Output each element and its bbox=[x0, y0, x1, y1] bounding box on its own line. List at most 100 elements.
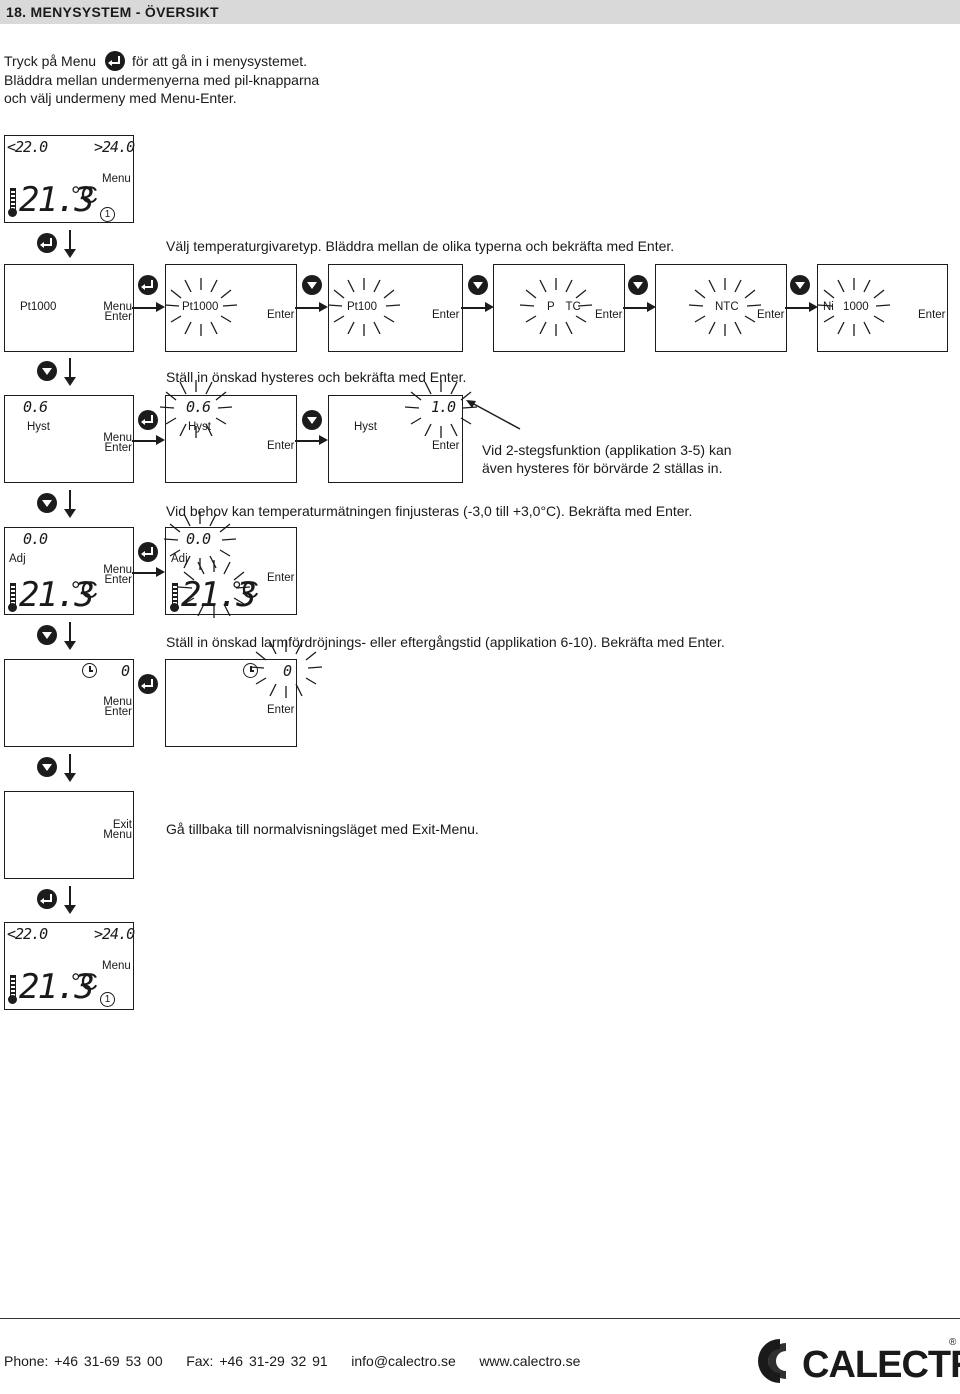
flow-line bbox=[295, 440, 319, 442]
down-button-icon bbox=[37, 493, 57, 513]
enter-label: Enter bbox=[595, 309, 623, 321]
pointer-line bbox=[466, 400, 521, 430]
intro-line-2: Bläddra mellan undermenyerna med pil-kna… bbox=[4, 71, 320, 88]
down-button-icon bbox=[302, 275, 322, 295]
svg-text:®: ® bbox=[949, 1337, 957, 1348]
footer-fax: Fax: +46 31-29 32 91 bbox=[186, 1353, 328, 1369]
footer-phone: Phone: +46 31-69 53 00 bbox=[4, 1353, 163, 1369]
temperature-value: 21.3 bbox=[19, 180, 95, 220]
footer-contact: Phone: +46 31-69 53 00 Fax: +46 31-29 32… bbox=[4, 1353, 580, 1369]
flow-arrowhead bbox=[156, 302, 165, 312]
adj-value: 0.0 bbox=[186, 530, 211, 548]
thermometer-icon bbox=[170, 583, 179, 612]
sensor-type-label: Pt100 bbox=[347, 301, 378, 313]
sensor-panel-2: Pt100 Enter bbox=[327, 264, 463, 352]
hyst-value-2: 1.0 bbox=[431, 398, 456, 416]
sensor-type-label: P TC bbox=[547, 301, 581, 313]
flow-line bbox=[132, 307, 156, 309]
sensor-panel-4: NTC Enter bbox=[655, 264, 787, 352]
flow-line bbox=[132, 440, 156, 442]
footer-email[interactable]: info@calectro.se bbox=[351, 1353, 456, 1369]
setpoint-high: >24.0 bbox=[94, 925, 135, 943]
page-title: 18. MENYSYSTEM - ÖVERSIKT bbox=[6, 4, 219, 20]
delay-panel-1: 0 Enter bbox=[165, 639, 323, 747]
enter-label: Enter bbox=[267, 572, 295, 584]
hyst-label: Hyst bbox=[188, 421, 211, 433]
down-arrow-icon bbox=[63, 230, 77, 258]
calectro-logo-mark: CALECTRO ® bbox=[758, 1337, 960, 1386]
flow-arrowhead bbox=[809, 302, 818, 312]
menu-label: Menu bbox=[102, 173, 131, 185]
temperature-value: 21.3 bbox=[19, 575, 95, 615]
down-button-icon bbox=[302, 410, 322, 430]
temperature-value: 21.3 bbox=[181, 575, 257, 615]
sensor-panel-3: P TC Enter bbox=[493, 264, 625, 352]
return-icon bbox=[138, 410, 158, 430]
unit-celsius: °C bbox=[71, 969, 98, 996]
thermometer-icon bbox=[8, 975, 17, 1004]
sensor-note: Välj temperaturgivaretyp. Bläddra mellan… bbox=[166, 238, 675, 254]
return-icon bbox=[37, 889, 57, 909]
display-normal-return: <22.0 >24.0 Menu 21.3 °C 1 bbox=[4, 922, 135, 1010]
adj-value: 0.0 bbox=[23, 530, 48, 548]
flow-arrowhead bbox=[647, 302, 656, 312]
flow-arrowhead bbox=[319, 302, 328, 312]
hyst-side-note: Vid 2-stegsfunktion (applikation 3-5) ka… bbox=[482, 442, 732, 476]
output-1-indicator: 1 bbox=[100, 992, 115, 1007]
thermometer-icon bbox=[8, 188, 17, 217]
unit-celsius: °C bbox=[71, 577, 98, 604]
enter-label: Enter bbox=[757, 309, 785, 321]
hyst-note: Ställ in önskad hysteres och bekräfta me… bbox=[166, 369, 467, 385]
enter-label: Enter bbox=[432, 309, 460, 321]
enter-label: Enter bbox=[432, 440, 460, 452]
hyst-label: Hyst bbox=[354, 421, 377, 433]
setpoint-low: <22.0 bbox=[7, 138, 48, 156]
flow-line bbox=[295, 307, 319, 309]
unit-celsius: °C bbox=[71, 182, 98, 209]
down-arrow-icon bbox=[63, 358, 77, 386]
hyst-panel-2: 1.0 Hyst Enter bbox=[328, 379, 478, 483]
sensor-type-label: NTC bbox=[715, 301, 739, 313]
down-button-icon bbox=[37, 625, 57, 645]
down-arrow-icon bbox=[63, 886, 77, 914]
delay-note: Ställ in önskad larmfördröjnings- eller … bbox=[166, 634, 725, 650]
footer-divider bbox=[0, 1318, 960, 1319]
clock-icon bbox=[82, 663, 97, 678]
flow-arrowhead bbox=[485, 302, 494, 312]
adj-note: Vid behov kan temperaturmätningen finjus… bbox=[166, 503, 693, 519]
flow-arrowhead bbox=[156, 435, 165, 445]
thermometer-icon bbox=[8, 583, 17, 612]
intro-line-3: och välj undermeny med Menu-Enter. bbox=[4, 90, 237, 106]
setpoint-low: <22.0 bbox=[7, 925, 48, 943]
hyst-label: Hyst bbox=[27, 421, 50, 433]
enter-label: Enter bbox=[918, 309, 946, 321]
intro-line-1a: Tryck på Menu bbox=[4, 53, 97, 69]
hyst-panel-1: 0.6 Hyst Enter bbox=[159, 379, 297, 483]
sensor-type-label: Ni 1000 bbox=[823, 301, 869, 313]
return-icon bbox=[37, 233, 57, 253]
enter-label: Enter bbox=[267, 704, 295, 716]
sensor-panel-5: Ni 1000 Enter bbox=[817, 264, 948, 352]
flow-line bbox=[785, 307, 809, 309]
flow-line bbox=[623, 307, 647, 309]
down-arrow-icon bbox=[63, 622, 77, 650]
setpoint-high: >24.0 bbox=[94, 138, 135, 156]
down-button-icon bbox=[468, 275, 488, 295]
footer-web[interactable]: www.calectro.se bbox=[479, 1353, 581, 1369]
return-icon bbox=[138, 275, 158, 295]
temperature-value: 21.3 bbox=[19, 967, 95, 1007]
hyst-value: 0.6 bbox=[186, 398, 211, 416]
enter-label: Enter bbox=[267, 309, 295, 321]
header-bar bbox=[0, 0, 960, 24]
menu-label: Menu bbox=[102, 960, 131, 972]
down-arrow-icon bbox=[63, 754, 77, 782]
flow-arrowhead bbox=[156, 567, 165, 577]
